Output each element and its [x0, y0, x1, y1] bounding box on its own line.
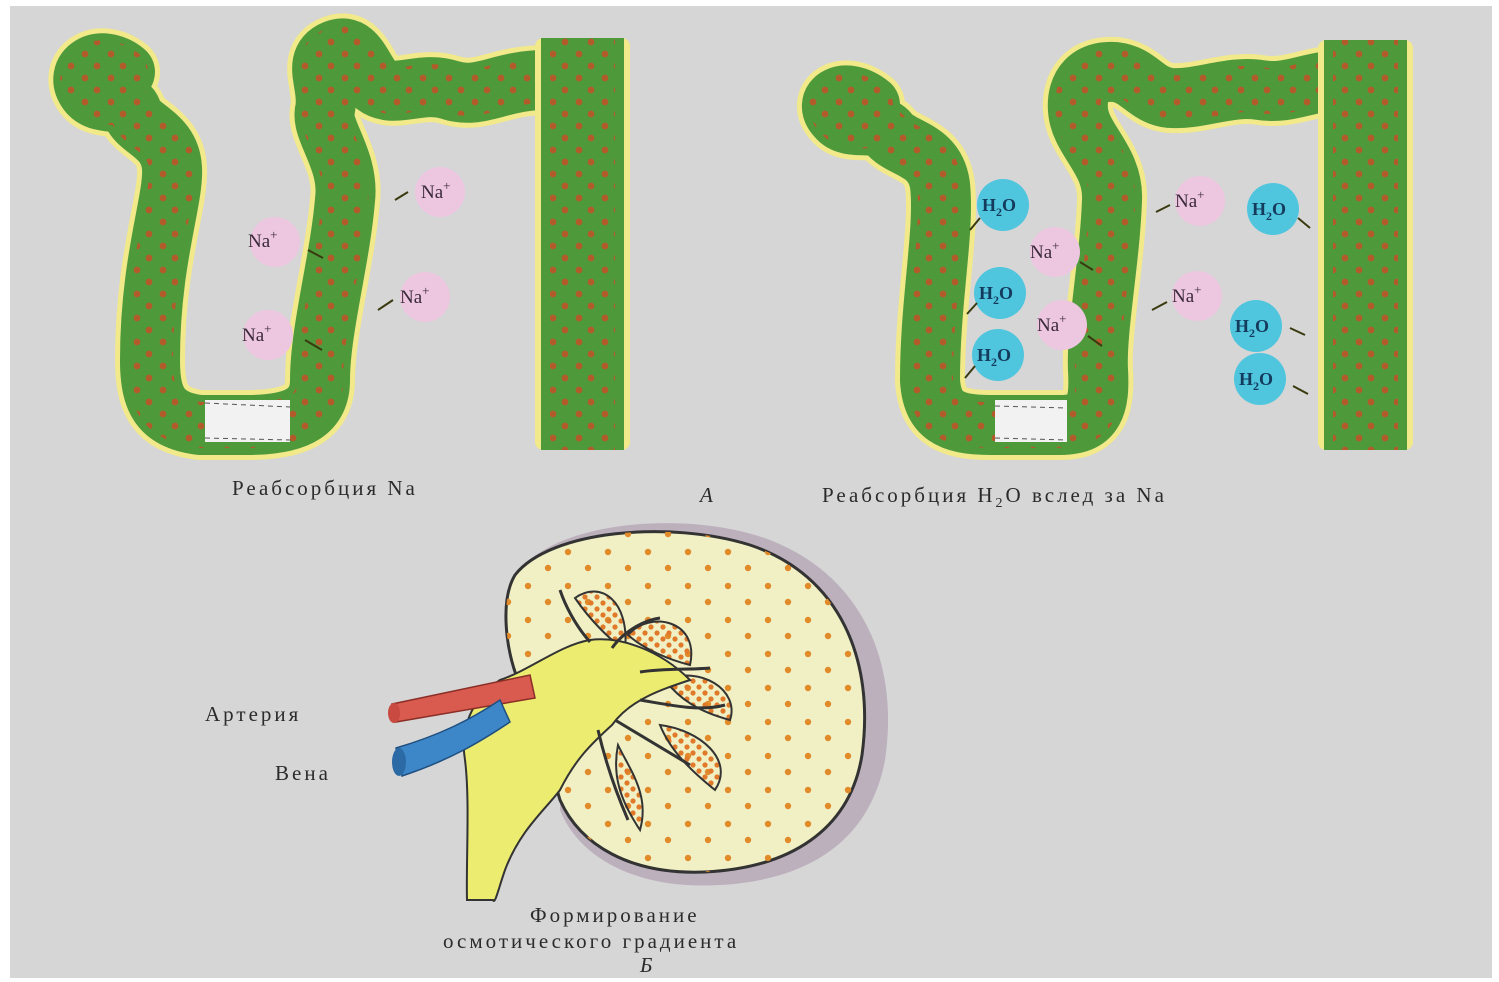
- artery-label: Артерия: [205, 702, 301, 726]
- caption-osmotic-line1: Формирование: [530, 903, 700, 927]
- vein-label: Вена: [275, 761, 331, 785]
- caption-water-reabsorption: Реабсорбция H2O вслед за Na: [822, 483, 1167, 511]
- caption-na-reabsorption: Реабсорбция Na: [232, 476, 418, 500]
- caption-osmotic-line2: осмотического градиента: [443, 929, 739, 953]
- panel-a-marker: А: [698, 483, 716, 507]
- panel-b-marker: Б: [639, 953, 655, 977]
